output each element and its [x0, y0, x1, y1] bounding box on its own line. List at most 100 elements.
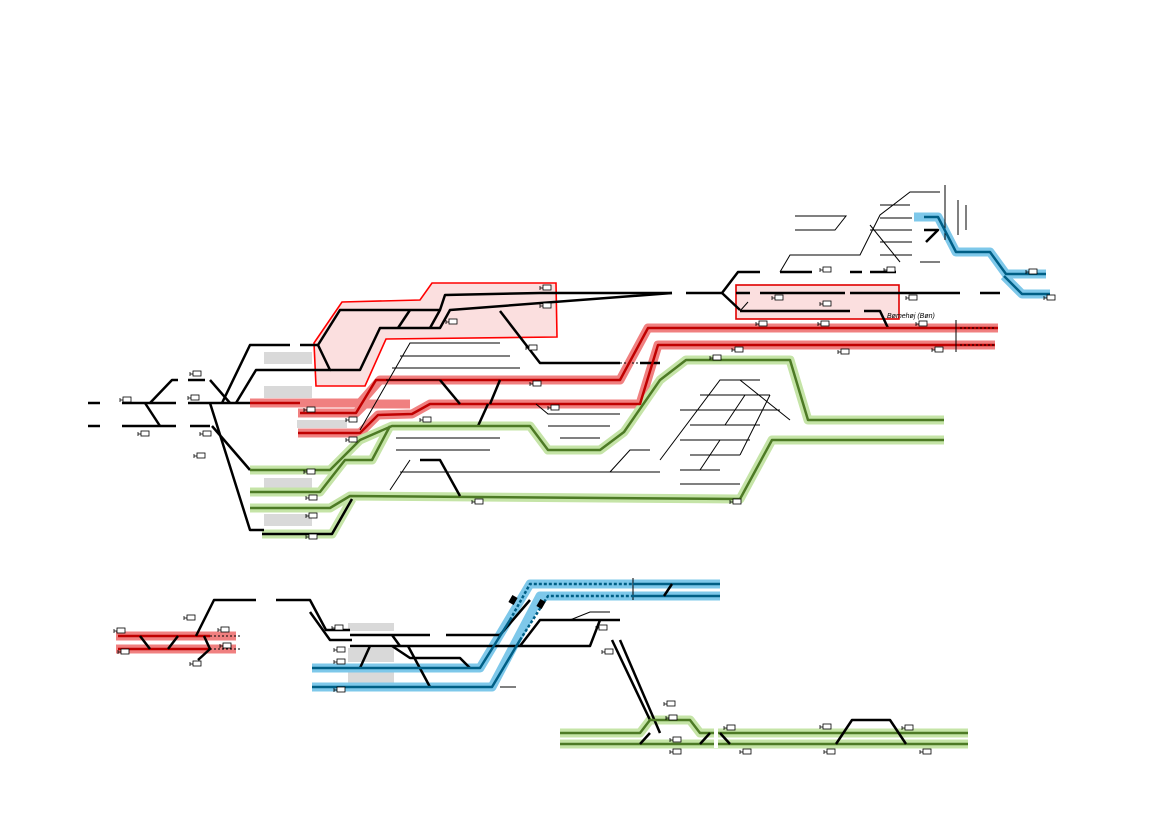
track	[390, 634, 402, 647]
signal-icon[interactable]	[723, 724, 736, 731]
track	[208, 402, 264, 532]
platform	[264, 386, 312, 398]
signal-icon[interactable]	[709, 354, 722, 361]
track	[308, 611, 352, 642]
signal-icon[interactable]	[915, 320, 928, 327]
track	[795, 215, 848, 231]
signal-icon[interactable]	[137, 430, 150, 437]
signal-icon[interactable]	[819, 266, 832, 273]
highlight-area-east[interactable]	[735, 284, 900, 320]
signal-icon[interactable]	[187, 394, 200, 401]
signal-icon[interactable]	[669, 736, 682, 743]
track	[220, 343, 290, 404]
track	[721, 292, 741, 311]
signal-icon[interactable]	[931, 346, 944, 353]
signal-icon[interactable]	[199, 430, 212, 437]
track	[312, 619, 512, 670]
signal-icon[interactable]	[529, 380, 542, 387]
signal-icon[interactable]	[595, 624, 608, 631]
signal-icon[interactable]	[1043, 294, 1056, 301]
track	[699, 732, 711, 745]
track	[300, 326, 998, 415]
signal-icon[interactable]	[665, 714, 678, 721]
signal-icon[interactable]	[219, 642, 232, 649]
signal-icon[interactable]	[669, 748, 682, 755]
signal-icon[interactable]	[345, 416, 358, 423]
signal-icon[interactable]	[471, 498, 484, 505]
signal-icon[interactable]	[305, 494, 318, 501]
signal-icon[interactable]	[119, 396, 132, 403]
signal-icon[interactable]	[731, 346, 744, 353]
track	[209, 379, 231, 404]
signal-icon[interactable]	[905, 294, 918, 301]
track	[439, 379, 461, 405]
track-gap	[714, 728, 718, 748]
signal-icon[interactable]	[419, 416, 432, 423]
signal-icon[interactable]	[217, 626, 230, 633]
signal-icon[interactable]	[823, 748, 836, 755]
signal-icon[interactable]	[183, 614, 196, 621]
track	[864, 309, 890, 329]
track	[167, 635, 179, 650]
signal-icon[interactable]	[901, 724, 914, 731]
signal-icon[interactable]	[601, 648, 614, 655]
track	[149, 378, 178, 404]
signal-icon[interactable]	[303, 406, 316, 413]
track	[1003, 275, 1050, 296]
signal-icon[interactable]	[345, 436, 358, 443]
signal-icon[interactable]	[539, 302, 552, 309]
signal-icon[interactable]	[333, 686, 346, 693]
signal-icon[interactable]	[919, 748, 932, 755]
signal-icon[interactable]	[117, 648, 130, 655]
track	[569, 611, 610, 621]
signal-icon[interactable]	[1025, 268, 1038, 275]
signal-icon[interactable]	[333, 646, 346, 653]
signal-icon[interactable]	[729, 498, 742, 505]
signal-icon[interactable]	[189, 370, 202, 377]
platform	[264, 514, 312, 526]
signal-icon[interactable]	[547, 404, 560, 411]
route-blue-ne[interactable]	[914, 212, 1046, 279]
signal-icon[interactable]	[331, 624, 344, 631]
platform	[297, 420, 347, 428]
signal-icon[interactable]	[189, 660, 202, 667]
signal-icon[interactable]	[817, 320, 830, 327]
signal-icon[interactable]	[525, 344, 538, 351]
track	[739, 379, 791, 421]
track	[476, 403, 490, 427]
signal-icon[interactable]	[539, 284, 552, 291]
track	[358, 645, 372, 669]
buffer-stop-icon	[536, 599, 546, 609]
signal-icon[interactable]	[837, 348, 850, 355]
track	[739, 301, 749, 312]
signal-icon[interactable]	[771, 294, 784, 301]
platform	[348, 648, 394, 662]
signal-icon[interactable]	[883, 266, 896, 273]
signal-icon[interactable]	[305, 533, 318, 540]
signal-icon[interactable]	[333, 658, 346, 665]
track	[779, 191, 940, 273]
signal-icon[interactable]	[445, 318, 458, 325]
track	[739, 394, 771, 456]
track	[298, 343, 995, 435]
station-label: Bømehøj (Bøn)	[887, 313, 935, 320]
signal-icon[interactable]	[739, 748, 752, 755]
signal-icon[interactable]	[819, 723, 832, 730]
signal-icon[interactable]	[819, 300, 832, 307]
signal-icon[interactable]	[305, 512, 318, 519]
track-network-s	[312, 578, 720, 734]
route-blue-ne-b[interactable]	[1000, 272, 1050, 299]
signal-icon[interactable]	[193, 452, 206, 459]
signal-icon[interactable]	[755, 320, 768, 327]
track	[143, 402, 162, 427]
signal-icon[interactable]	[303, 468, 316, 475]
track	[719, 732, 731, 745]
track	[396, 309, 412, 329]
track	[389, 459, 411, 491]
track-network	[88, 185, 1050, 536]
signal-icon[interactable]	[663, 700, 676, 707]
track	[519, 618, 620, 647]
track	[380, 291, 672, 312]
signal-icon[interactable]	[113, 627, 126, 634]
